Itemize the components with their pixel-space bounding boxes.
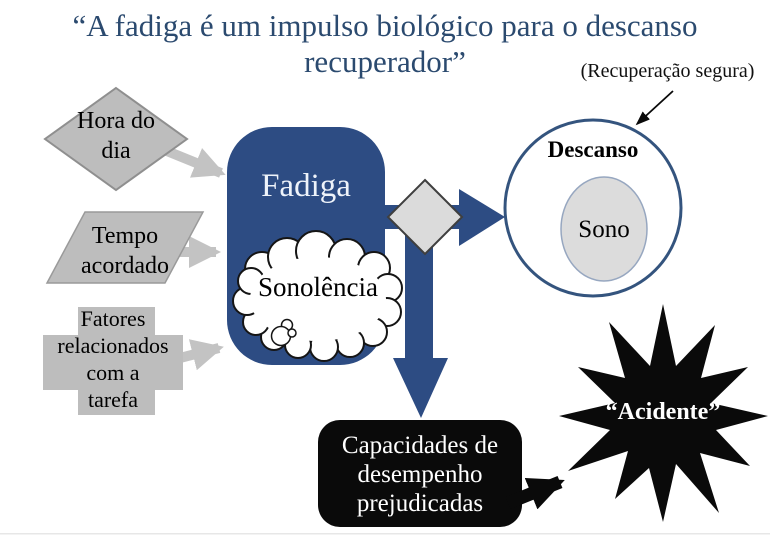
arrow-fatores-to-fadiga xyxy=(174,339,224,371)
arrow-fadiga-down xyxy=(393,214,448,418)
fatores-cross-shape xyxy=(43,307,183,415)
arrow-recuperacao-to-circle xyxy=(635,90,674,126)
capacidades-box xyxy=(318,420,522,527)
hora-do-dia-diamond xyxy=(43,86,189,192)
sono-ellipse xyxy=(560,176,648,282)
junction-diamond xyxy=(386,178,464,256)
tempo-acordado-parallelogram xyxy=(45,211,205,284)
thought-bubbles-icon xyxy=(270,318,297,347)
bottom-edge-line xyxy=(0,533,770,535)
acidente-starburst xyxy=(559,304,768,522)
arrow-capacidades-to-acidente xyxy=(505,475,565,510)
